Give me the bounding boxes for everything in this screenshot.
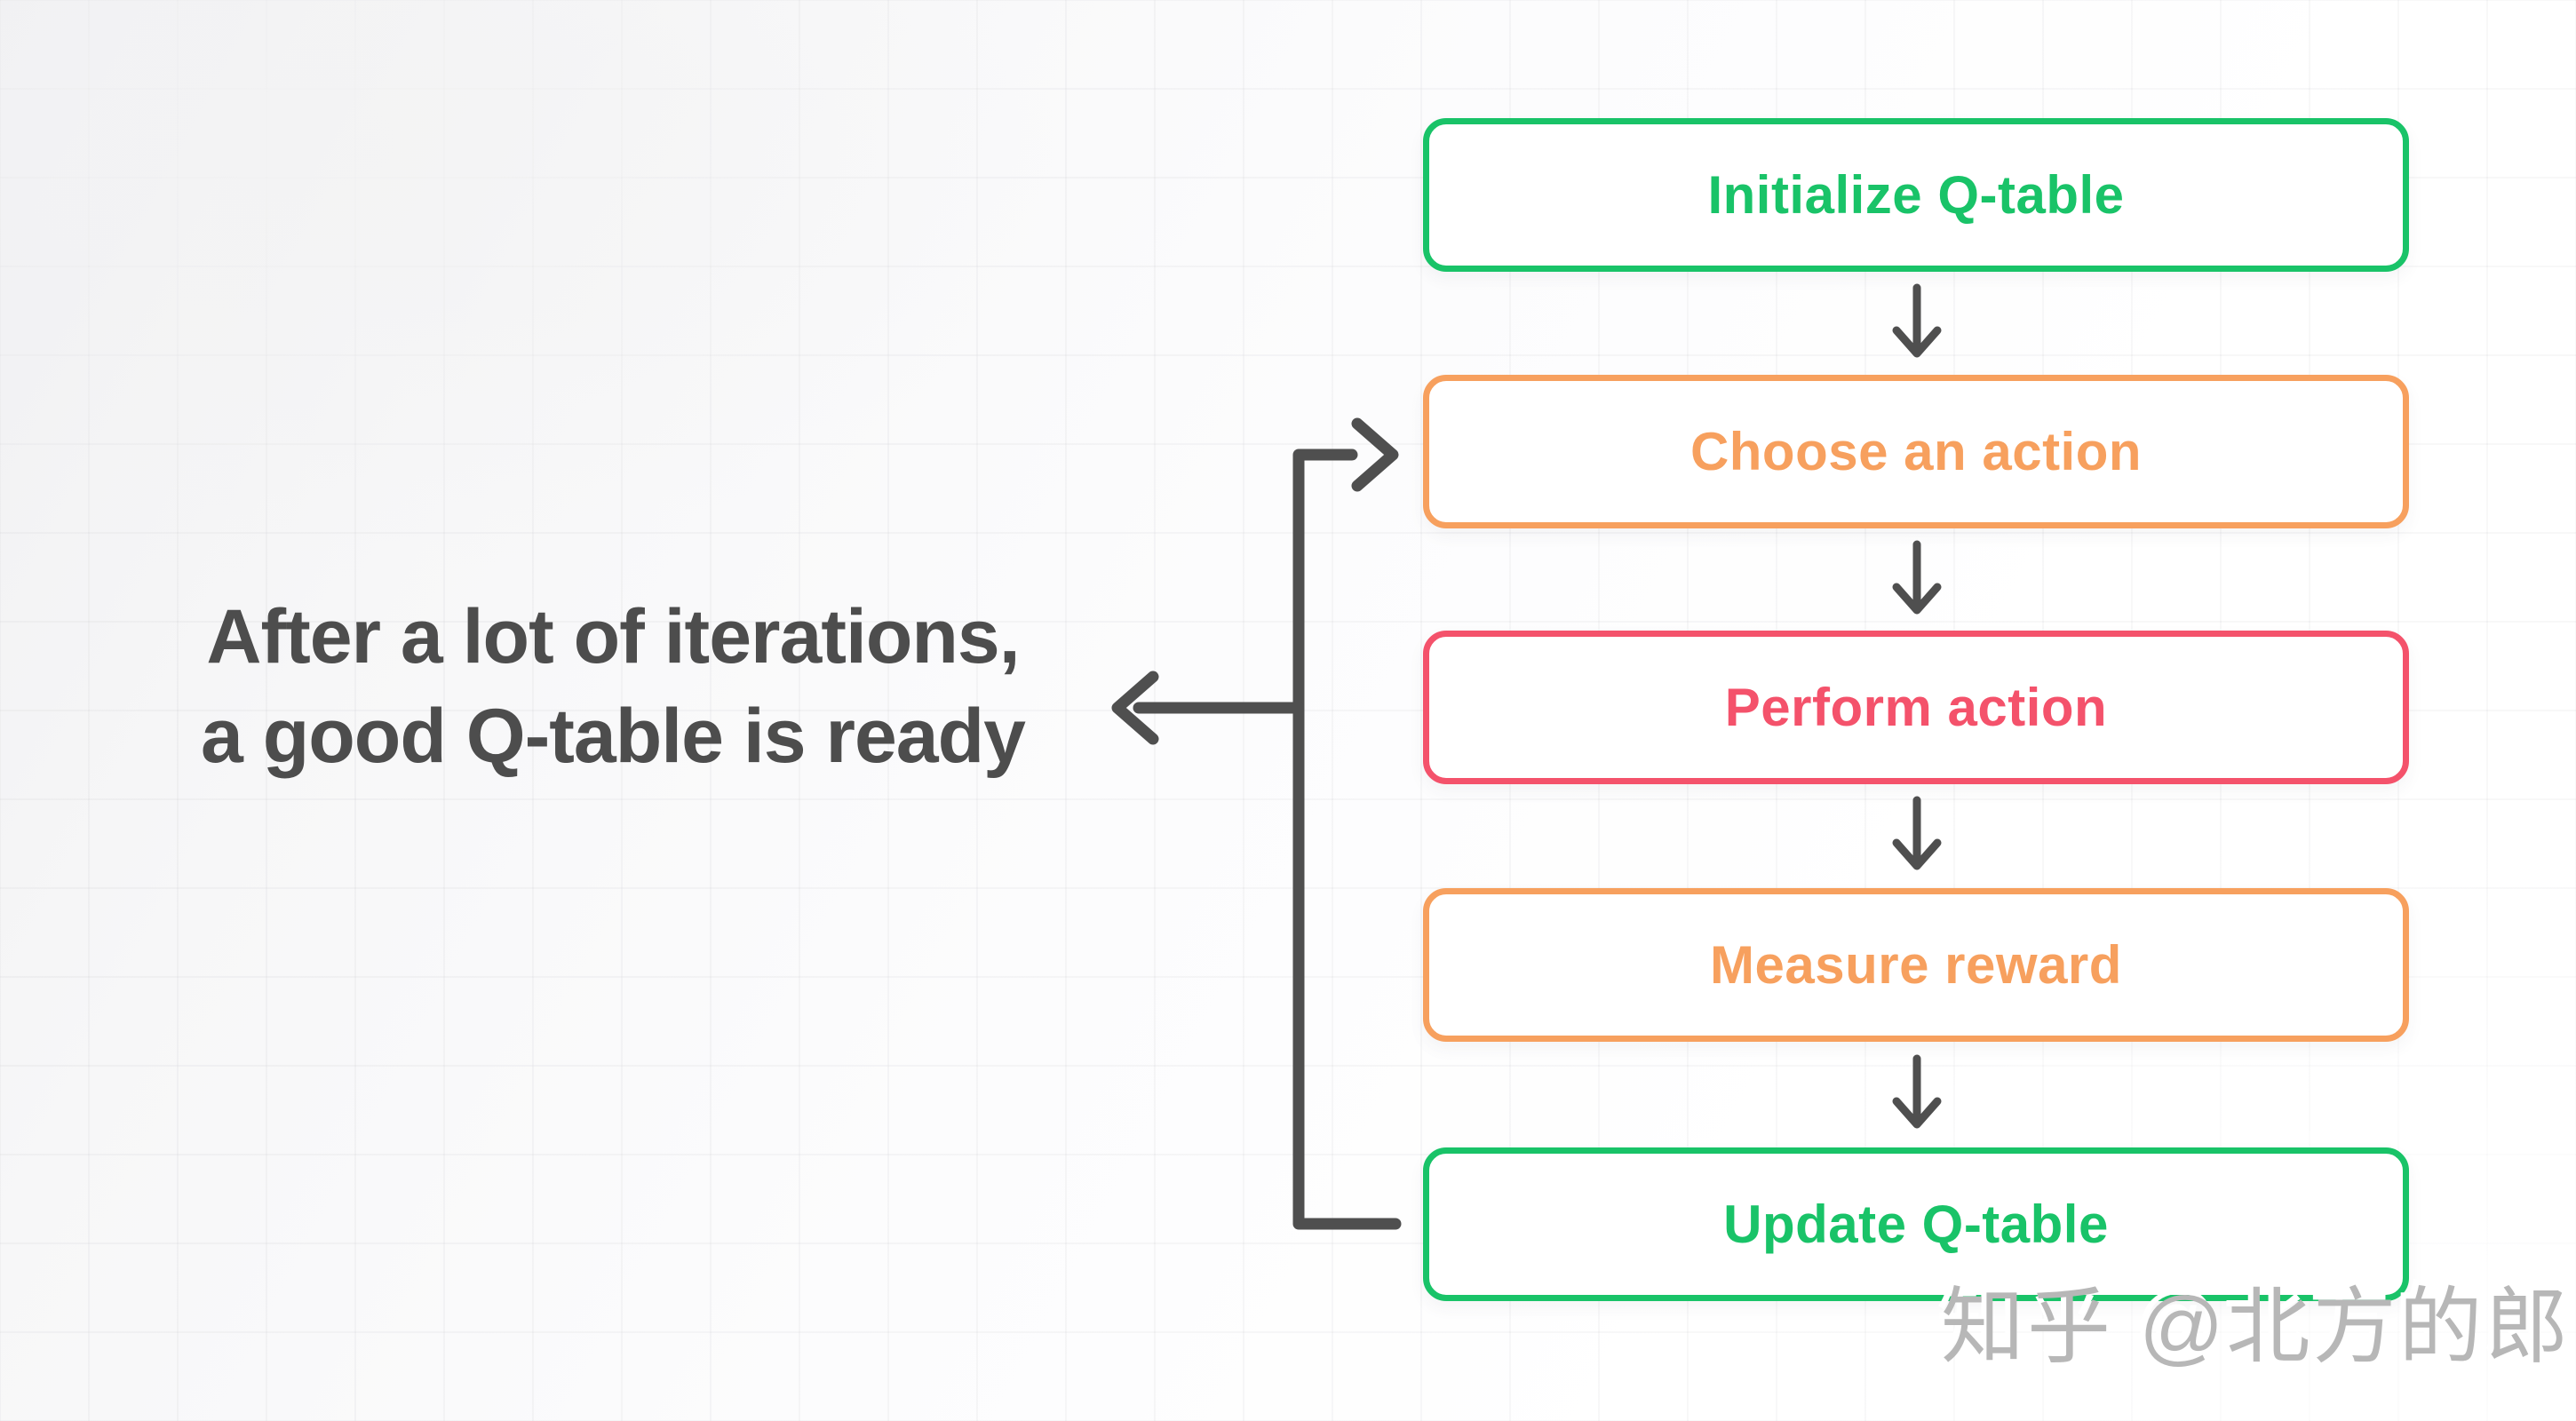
arrow-down-icon — [1892, 1054, 1942, 1129]
flow-node-label: Update Q-table — [1723, 1195, 2109, 1254]
loop-arrow-right-icon — [1351, 417, 1399, 492]
arrow-down-icon — [1892, 283, 1942, 358]
flow-node-update-q-table: Update Q-table — [1423, 1147, 2409, 1301]
arrow-down-icon — [1892, 540, 1942, 615]
loop-connector-line — [1292, 449, 1402, 1230]
caption-line-1: After a lot of iterations, — [206, 594, 1020, 679]
watermark-text: 知乎 @北方的郎 — [1941, 1280, 2572, 1373]
flow-node-measure-reward: Measure reward — [1423, 888, 2409, 1042]
flow-node-label: Measure reward — [1710, 935, 2122, 995]
flow-node-label: Initialize Q-table — [1707, 165, 2125, 225]
flow-node-choose-an-action: Choose an action — [1423, 375, 2409, 528]
flow-node-label: Perform action — [1724, 678, 2108, 737]
flow-node-label: Choose an action — [1690, 422, 2143, 481]
flow-node-initialize-q-table: Initialize Q-table — [1423, 118, 2409, 272]
arrow-down-icon — [1892, 796, 1942, 870]
flow-node-perform-action: Perform action — [1423, 631, 2409, 784]
caption-text: After a lot of iterations, a good Q-tabl… — [71, 588, 1155, 787]
caption-line-2: a good Q-table is ready — [201, 693, 1026, 779]
